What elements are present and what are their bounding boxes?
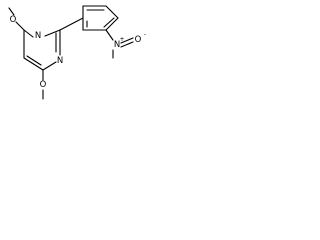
atom-nitro-n: N xyxy=(114,40,120,50)
atom-nitro-n-charge: + xyxy=(119,36,124,43)
bond-n3-c2 xyxy=(44,29,61,37)
atom-o-bottom: O xyxy=(40,80,47,90)
atom-nitro-o-charge: - xyxy=(144,31,146,38)
bond-o-top-ring xyxy=(15,21,25,31)
atom-labels: O N N O N + O - xyxy=(10,15,146,90)
bond-phenyl-nitro xyxy=(105,29,114,41)
atom-nitro-o: O xyxy=(135,35,142,45)
bond-methyl-top xyxy=(8,7,15,16)
bond-phenyl-3 xyxy=(105,5,119,19)
bond-c4-n3 xyxy=(23,29,34,38)
bond-c6-c5-double xyxy=(26,55,42,66)
bond-phenyl-4-double xyxy=(103,17,115,28)
bond-n1-c6 xyxy=(42,61,57,71)
bond-phenyl-4 xyxy=(105,17,119,31)
bond-lines xyxy=(8,5,134,100)
bond-nitro-o-right xyxy=(120,37,134,44)
bond-pyrimidine-phenyl xyxy=(59,17,84,31)
molecule-structure: O N N O N + O - xyxy=(8,5,146,100)
bond-nitro-o-right-double xyxy=(120,41,134,48)
atom-o-top: O xyxy=(10,15,17,25)
atom-n-lower: N xyxy=(57,56,63,66)
atom-n-upper: N xyxy=(35,31,41,41)
bond-c6-c5 xyxy=(23,57,44,71)
